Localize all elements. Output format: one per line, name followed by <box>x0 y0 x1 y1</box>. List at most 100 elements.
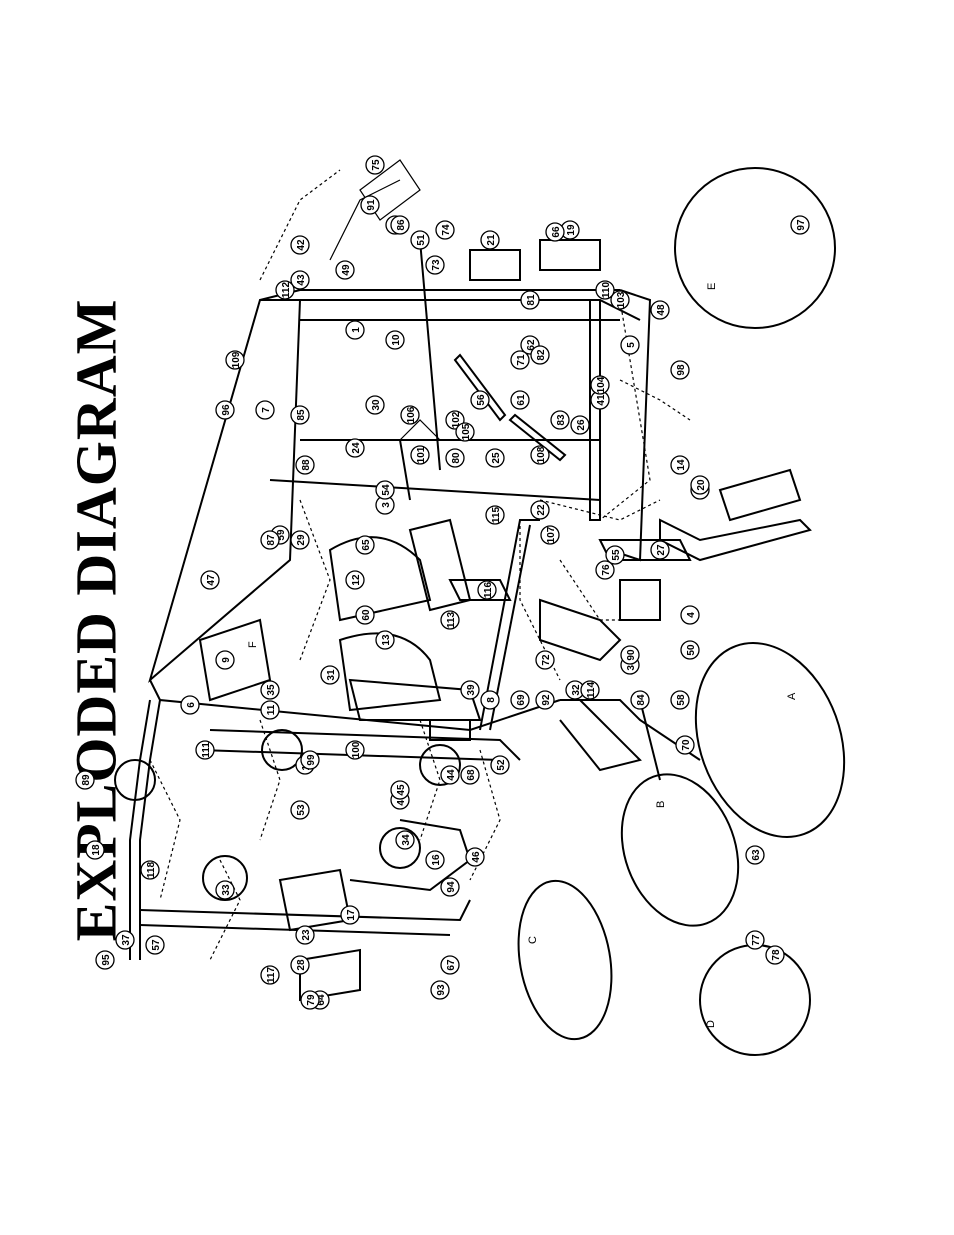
part-callout-35: 35 <box>260 680 280 700</box>
detail-label-e: E <box>706 283 718 290</box>
part-number-label: 49 <box>341 264 352 276</box>
part-callout-79: 79 <box>300 990 320 1010</box>
part-callouts: 1234567891011121314151617181920212223242… <box>75 155 810 1010</box>
part-number-label: 48 <box>656 304 667 316</box>
part-number-label: 61 <box>516 394 527 406</box>
part-callout-24: 24 <box>345 438 365 458</box>
part-number-label: 19 <box>566 224 577 236</box>
part-number-label: 24 <box>351 442 362 454</box>
part-number-label: 43 <box>296 274 307 286</box>
part-number-label: 114 <box>586 681 597 698</box>
part-number-label: 112 <box>281 281 292 298</box>
part-callout-27: 27 <box>650 540 670 560</box>
part-number-label: 62 <box>526 339 537 351</box>
part-callout-112: 112 <box>275 280 295 300</box>
part-number-label: 50 <box>686 644 697 656</box>
detail-label-b: B <box>655 801 667 808</box>
part-callout-69: 69 <box>510 690 530 710</box>
part-number-label: 35 <box>266 684 277 696</box>
part-callout-9: 9 <box>215 650 235 670</box>
part-number-label: 77 <box>751 934 762 946</box>
part-number-label: 44 <box>446 769 457 781</box>
part-number-label: 10 <box>391 334 402 346</box>
part-number-label: 22 <box>536 504 547 516</box>
part-number-label: 58 <box>676 694 687 706</box>
part-callout-65: 65 <box>355 535 375 555</box>
part-callout-71: 71 <box>510 350 530 370</box>
part-callout-96: 96 <box>215 400 235 420</box>
part-number-label: 102 <box>451 411 462 428</box>
part-number-label: 91 <box>366 199 377 211</box>
part-callout-32: 32 <box>565 680 585 700</box>
part-callout-74: 74 <box>435 220 455 240</box>
detail-label-f: F <box>247 641 259 648</box>
part-number-label: 32 <box>571 684 582 696</box>
part-number-label: 57 <box>151 939 162 951</box>
part-callout-82: 82 <box>530 345 550 365</box>
part-number-label: 34 <box>401 834 412 846</box>
part-number-label: 52 <box>496 759 507 771</box>
part-callout-108: 108 <box>530 445 550 465</box>
part-number-label: 16 <box>431 854 442 866</box>
part-callout-18: 18 <box>85 840 105 860</box>
part-callout-26: 26 <box>570 415 590 435</box>
part-number-label: 47 <box>206 574 217 586</box>
detail-label-d: D <box>705 1020 717 1028</box>
part-number-label: 55 <box>611 549 622 561</box>
part-callout-107: 107 <box>540 525 560 545</box>
part-number-label: 80 <box>451 452 462 464</box>
part-callout-39: 39 <box>460 680 480 700</box>
part-number-label: 21 <box>486 234 497 246</box>
part-number-label: 83 <box>556 414 567 426</box>
part-number-label: 107 <box>546 526 557 543</box>
part-number-label: 103 <box>616 291 627 308</box>
part-callout-51: 51 <box>410 230 430 250</box>
part-callout-104: 104 <box>590 375 610 395</box>
part-callout-66: 66 <box>545 222 565 242</box>
part-number-label: 75 <box>371 159 382 171</box>
part-callout-50: 50 <box>680 640 700 660</box>
part-callout-20: 20 <box>690 475 710 495</box>
part-number-label: 13 <box>381 634 392 646</box>
part-number-label: 4 <box>686 612 697 618</box>
part-number-label: 63 <box>751 849 762 861</box>
part-callout-55: 55 <box>605 545 625 565</box>
part-callout-29: 29 <box>290 530 310 550</box>
part-callout-30: 30 <box>365 395 385 415</box>
part-callout-33: 33 <box>215 880 235 900</box>
part-number-label: 109 <box>231 351 242 368</box>
part-callout-101: 101 <box>410 445 430 465</box>
part-number-label: 53 <box>296 804 307 816</box>
part-callout-118: 118 <box>140 860 160 880</box>
part-callout-58: 58 <box>670 690 690 710</box>
part-number-label: 100 <box>351 741 362 758</box>
part-number-label: 1 <box>351 327 362 333</box>
part-number-label: 42 <box>296 239 307 251</box>
part-callout-28: 28 <box>290 955 310 975</box>
part-number-label: 101 <box>416 446 427 463</box>
part-number-label: 30 <box>371 399 382 411</box>
part-number-label: 41 <box>596 394 607 406</box>
part-callout-31: 31 <box>320 665 340 685</box>
part-number-label: 3 <box>381 502 392 508</box>
part-number-label: 90 <box>626 649 637 661</box>
part-number-label: 56 <box>476 394 487 406</box>
part-callout-116: 116 <box>477 580 497 600</box>
part-callout-44: 44 <box>440 765 460 785</box>
part-callout-53: 53 <box>290 800 310 820</box>
part-number-label: 18 <box>91 844 102 856</box>
part-callout-1: 1 <box>345 320 365 340</box>
part-callout-111: 111 <box>195 740 215 760</box>
part-callout-67: 67 <box>440 955 460 975</box>
part-number-label: 88 <box>301 459 312 471</box>
part-number-label: 60 <box>361 609 372 621</box>
part-callout-105: 105 <box>455 422 475 442</box>
part-number-label: 89 <box>81 774 92 786</box>
part-number-label: 65 <box>361 539 372 551</box>
part-number-label: 67 <box>446 959 457 971</box>
part-callout-94: 94 <box>440 877 460 897</box>
part-number-label: 11 <box>266 704 277 715</box>
part-callout-12: 12 <box>345 570 365 590</box>
part-number-label: 40 <box>396 794 407 806</box>
part-callout-85: 85 <box>290 405 310 425</box>
